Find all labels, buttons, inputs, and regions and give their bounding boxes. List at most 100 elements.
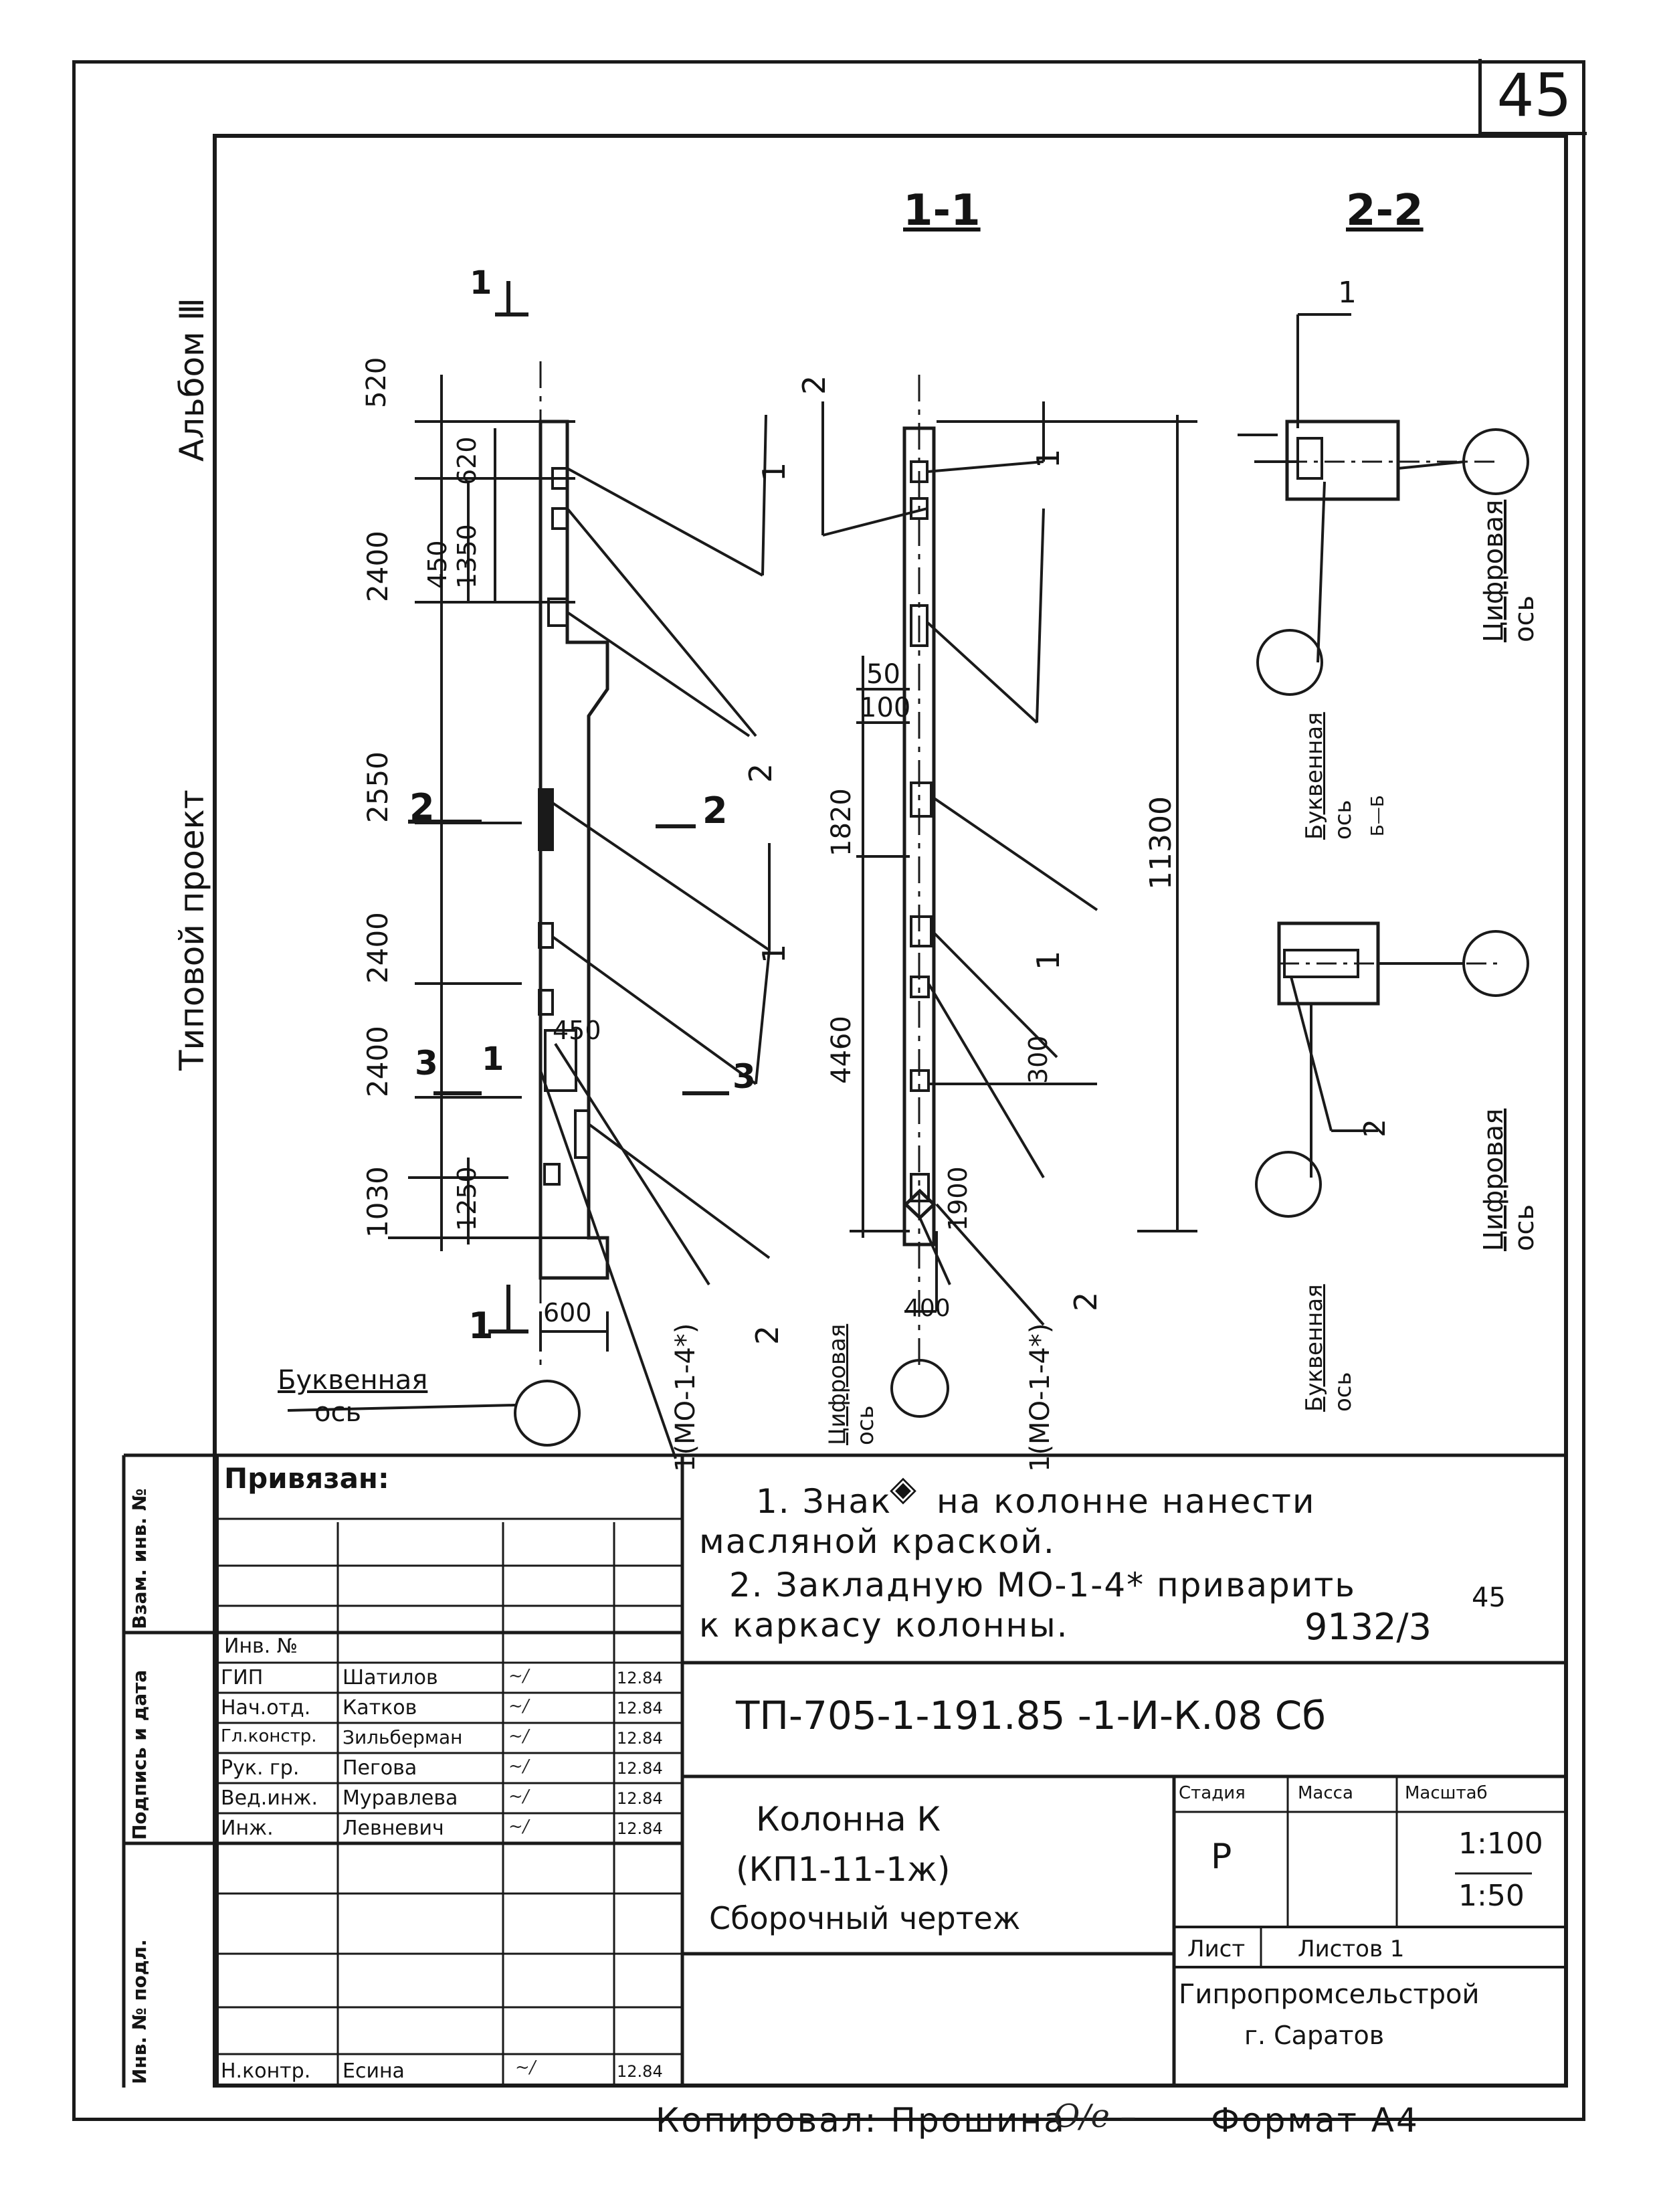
leader-mark-22-2: 2 — [1358, 1119, 1392, 1137]
section-title-2-2: 2-2 — [1346, 186, 1424, 236]
side-label-inv: Инв. № подл. — [128, 1939, 151, 2084]
dim-1900: 1900 — [943, 1166, 973, 1231]
outer-frame — [72, 60, 1585, 2121]
note-2-cont: к каркасу колонны. — [699, 1606, 1069, 1645]
date-n-kontr: 12.84 — [617, 2062, 663, 2081]
inner-frame — [213, 134, 1568, 2088]
copied-by: Копировал: Прошина — [656, 2101, 1066, 2140]
sheets-count: Листов 1 — [1298, 1936, 1405, 1962]
dim-450-top: 450 — [423, 540, 452, 589]
signature-nach-otd: ~/ — [508, 1696, 529, 1716]
cut-mark-1-bottom: 1 — [468, 1305, 494, 1347]
axis-digit-22-top: Цифровая — [1478, 499, 1509, 642]
scale-1: 1:100 — [1458, 1827, 1543, 1861]
dim-2400-top: 2400 — [361, 531, 394, 602]
signature-inzh: ~/ — [508, 1817, 529, 1837]
cut-mark-1-mid: 1 — [482, 1040, 504, 1078]
stage-value: Р — [1211, 1837, 1232, 1877]
date-gl-konstr: 12.84 — [617, 1729, 663, 1748]
name-gl-konstr: Зильберман — [343, 1726, 463, 1748]
name-inzh: Левневич — [343, 1817, 444, 1840]
axis-letter-elevation-b: ось — [314, 1397, 362, 1428]
drawing-title-2: (КП1-11-1ж) — [736, 1850, 951, 1889]
embedded-label-elevation: 1(МО-1-4*) — [670, 1323, 701, 1472]
stamp-inv-no: Инв. № — [224, 1635, 298, 1658]
sheet-label: Лист — [1187, 1936, 1246, 1962]
dim-620: 620 — [452, 436, 482, 485]
side-label-replacement: Взам. инв. № — [128, 1488, 151, 1629]
cut-mark-1-top: 1 — [470, 264, 492, 302]
scale-2: 1:50 — [1458, 1879, 1525, 1913]
dim-100: 100 — [860, 693, 911, 723]
organization-name: Гипропромсельстрой — [1179, 1979, 1480, 2010]
note-1-start: 1. Знак — [756, 1482, 892, 1521]
axis-digit-22-bottom: Цифровая — [1478, 1108, 1509, 1251]
date-ruk-gr: 12.84 — [617, 1759, 663, 1778]
cut-mark-3-left: 3 — [415, 1044, 438, 1083]
leader-mark-sec-2b: 2 — [1068, 1291, 1104, 1311]
dim-4460: 4460 — [826, 1016, 857, 1084]
dim-1820: 1820 — [826, 788, 857, 856]
dim-600: 600 — [543, 1298, 592, 1327]
dim-2550: 2550 — [361, 751, 394, 823]
role-ruk-gr: Рук. гр. — [221, 1756, 300, 1780]
leader-mark-elev-2b: 2 — [749, 1325, 785, 1345]
dim-2400-low: 2400 — [361, 1026, 394, 1097]
leader-mark-sec-1: 1 — [1030, 448, 1066, 468]
leader-mark-elev-1: 1 — [756, 462, 792, 482]
name-n-kontr: Есина — [343, 2059, 405, 2083]
cut-mark-3-right: 3 — [733, 1057, 756, 1096]
name-ruk-gr: Пегова — [343, 1756, 417, 1780]
axis-letter-22-bottom-b: ось — [1330, 1372, 1357, 1412]
document-code: ТП-705-1-191.85 -1-И-К.08 Сб — [736, 1693, 1327, 1738]
drawing-title-1: Колонна К — [756, 1800, 941, 1839]
signature-ved-inzh: ~/ — [508, 1786, 529, 1807]
dim-1250: 1250 — [452, 1166, 482, 1231]
reference-side-number: 45 — [1472, 1582, 1506, 1613]
name-gip: Шатилов — [343, 1666, 438, 1689]
axis-small-mark: Б—Б — [1368, 795, 1388, 836]
organization-city: г. Саратов — [1244, 2021, 1385, 2050]
role-n-kontr: Н.контр. — [221, 2059, 311, 2083]
signature-gl-konstr: ~/ — [508, 1726, 529, 1746]
diamond-mark-icon: ◈ — [890, 1469, 918, 1509]
axis-letter-22-top: Буквенная — [1301, 712, 1328, 840]
role-inzh: Инж. — [221, 1817, 274, 1840]
note-2: 2. Закладную МО-1-4* приварить — [729, 1566, 1356, 1604]
axis-letter-22-bottom: Буквенная — [1301, 1284, 1328, 1412]
dim-1350: 1350 — [452, 524, 482, 589]
header-mass: Масса — [1298, 1783, 1353, 1803]
role-gl-konstr: Гл.констр. — [221, 1726, 317, 1746]
note-1-end: на колонне нанести — [937, 1482, 1316, 1521]
axis-digit-section-b: ось — [852, 1405, 879, 1445]
dim-50: 50 — [866, 659, 900, 690]
signature-gip: ~/ — [508, 1666, 529, 1686]
dim-400: 400 — [904, 1295, 951, 1322]
header-scale: Масштаб — [1405, 1783, 1488, 1803]
leader-mark-22-1: 1 — [1338, 276, 1357, 310]
role-gip: ГИП — [221, 1666, 264, 1689]
dim-300: 300 — [1023, 1035, 1053, 1084]
dim-11300: 11300 — [1144, 796, 1178, 890]
axis-digit-section: Цифровая — [824, 1323, 851, 1445]
leader-mark-elev-1b: 1 — [756, 943, 792, 963]
stamp-privyazan: Привязан: — [224, 1462, 389, 1495]
dim-520: 520 — [361, 357, 392, 408]
dim-450-bottom: 450 — [553, 1016, 601, 1045]
leader-mark-elev-2: 2 — [743, 763, 779, 783]
name-nach-otd: Катков — [343, 1696, 417, 1720]
header-stage: Стадия — [1179, 1783, 1246, 1803]
cut-mark-2-left: 2 — [409, 786, 435, 828]
axis-digit-22-bottom-b: ось — [1509, 1204, 1540, 1251]
leader-mark-sec-1b: 1 — [1030, 950, 1066, 970]
date-inzh: 12.84 — [617, 1819, 663, 1838]
dim-2400-mid: 2400 — [361, 912, 394, 984]
signature-n-kontr: ~/ — [515, 2057, 536, 2078]
dim-1030: 1030 — [361, 1166, 394, 1238]
axis-digit-22-top-b: ось — [1509, 595, 1540, 642]
axis-letter-elevation: Буквенная — [278, 1365, 428, 1396]
date-nach-otd: 12.84 — [617, 1699, 663, 1718]
note-1-cont: масляной краской. — [699, 1522, 1056, 1561]
signature-ruk-gr: ~/ — [508, 1756, 529, 1776]
